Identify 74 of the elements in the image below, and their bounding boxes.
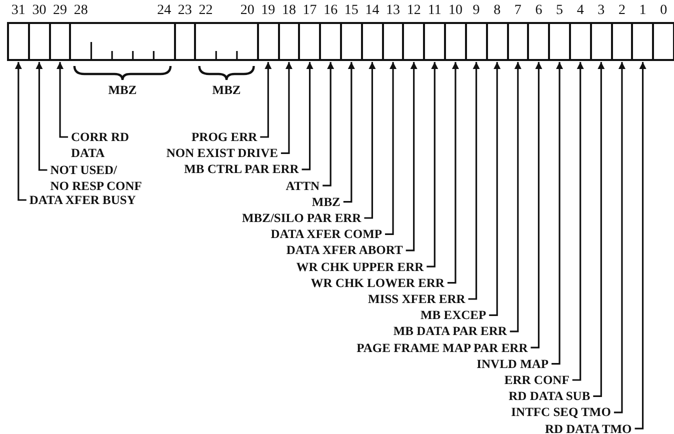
- bit-label: DATA XFER BUSY: [29, 192, 136, 208]
- leader-arrow: [302, 62, 314, 170]
- bit-number: 24: [157, 3, 172, 19]
- bit-number: 31: [11, 3, 26, 19]
- bit-number: 11: [428, 3, 442, 19]
- bit-number: 6: [535, 3, 542, 19]
- leader-arrow: [634, 62, 646, 430]
- bit-number: 15: [344, 3, 358, 19]
- bit-number: 10: [448, 3, 462, 19]
- bit-number: 12: [406, 3, 421, 19]
- bit-label: DATA XFER ABORT: [286, 242, 403, 258]
- leader-arrow: [260, 62, 272, 138]
- bit-number: 23: [178, 3, 192, 19]
- bit-number: 17: [302, 3, 317, 19]
- bit-number: 8: [494, 3, 501, 19]
- bit-label: NON EXIST DRIVE: [166, 145, 278, 162]
- bit-number: 22: [198, 3, 213, 19]
- bit-label: MB DATA PAR ERR: [393, 323, 507, 340]
- brace-label: MBZ: [108, 82, 137, 98]
- bit-number: 30: [32, 3, 46, 19]
- bit-number: 20: [240, 3, 254, 19]
- bit-label: MISS XFER ERR: [368, 291, 466, 307]
- leader-arrow: [530, 62, 542, 348]
- bit-number: 13: [386, 3, 400, 19]
- bit-label: RD DATA SUB: [508, 388, 590, 404]
- bit-label: MB EXCEP: [420, 307, 486, 324]
- bit-number: 5: [556, 3, 564, 19]
- bit-number: 1: [639, 3, 646, 19]
- leader-arrow: [489, 62, 501, 316]
- bit-number: 29: [53, 3, 68, 19]
- bit-label: INVLD MAP: [476, 356, 549, 372]
- leader-arrow: [364, 62, 376, 219]
- bit-number: 0: [660, 3, 668, 19]
- bit-label: MBZ: [312, 194, 340, 210]
- leader-arrow: [426, 62, 438, 268]
- bit-label: ATTN: [286, 178, 320, 194]
- bit-label: ERR CONF: [504, 372, 570, 388]
- leader-arrow: [572, 62, 584, 381]
- bit-number: 18: [282, 3, 296, 19]
- bit-label: WR CHK LOWER ERR: [310, 274, 444, 291]
- bit-label: DATA XFER COMP: [270, 226, 382, 242]
- bit-number: 14: [365, 3, 380, 19]
- bit-number: 3: [598, 3, 605, 19]
- brace-label: MBZ: [212, 82, 241, 98]
- leader-arrow: [280, 62, 293, 154]
- leader-arrow: [510, 62, 522, 332]
- leader-arrow: [552, 62, 564, 365]
- leader-arrow: [56, 62, 68, 138]
- bit-label: INTFC SEQ TMO: [511, 404, 611, 420]
- leader-arrow: [385, 62, 397, 235]
- bit-label: RD DATA TMO: [544, 420, 632, 434]
- bit-label: MBZ/SILO PAR ERR: [242, 210, 362, 226]
- leader-arrow: [322, 62, 334, 186]
- leader-arrow: [468, 62, 480, 300]
- leader-arrow: [593, 62, 605, 397]
- bit-label: PAGE FRAME MAP PAR ERR: [356, 340, 528, 356]
- leader-arrow: [447, 62, 460, 284]
- leader-arrow: [406, 62, 418, 252]
- bit-number: 7: [514, 3, 522, 19]
- bit-label: CORR RD DATA: [71, 129, 130, 161]
- bit-label: NOT USED/ NO RESP CONF: [50, 162, 142, 194]
- bit-label: PROG ERR: [192, 129, 258, 145]
- bit-number: 19: [261, 3, 276, 19]
- leader-arrow: [36, 62, 48, 171]
- bit-number: 16: [324, 3, 338, 19]
- bit-number: 2: [618, 3, 626, 19]
- bit-label: WR CHK UPPER ERR: [296, 258, 424, 275]
- bit-number: 4: [576, 3, 584, 19]
- leader-arrow: [14, 62, 26, 201]
- bit-label: MB CTRL PAR ERR: [184, 161, 299, 178]
- leader-arrow: [614, 62, 626, 414]
- bit-number: 28: [74, 3, 88, 19]
- leader-arrow: [343, 62, 355, 203]
- bit-number: 9: [472, 3, 480, 19]
